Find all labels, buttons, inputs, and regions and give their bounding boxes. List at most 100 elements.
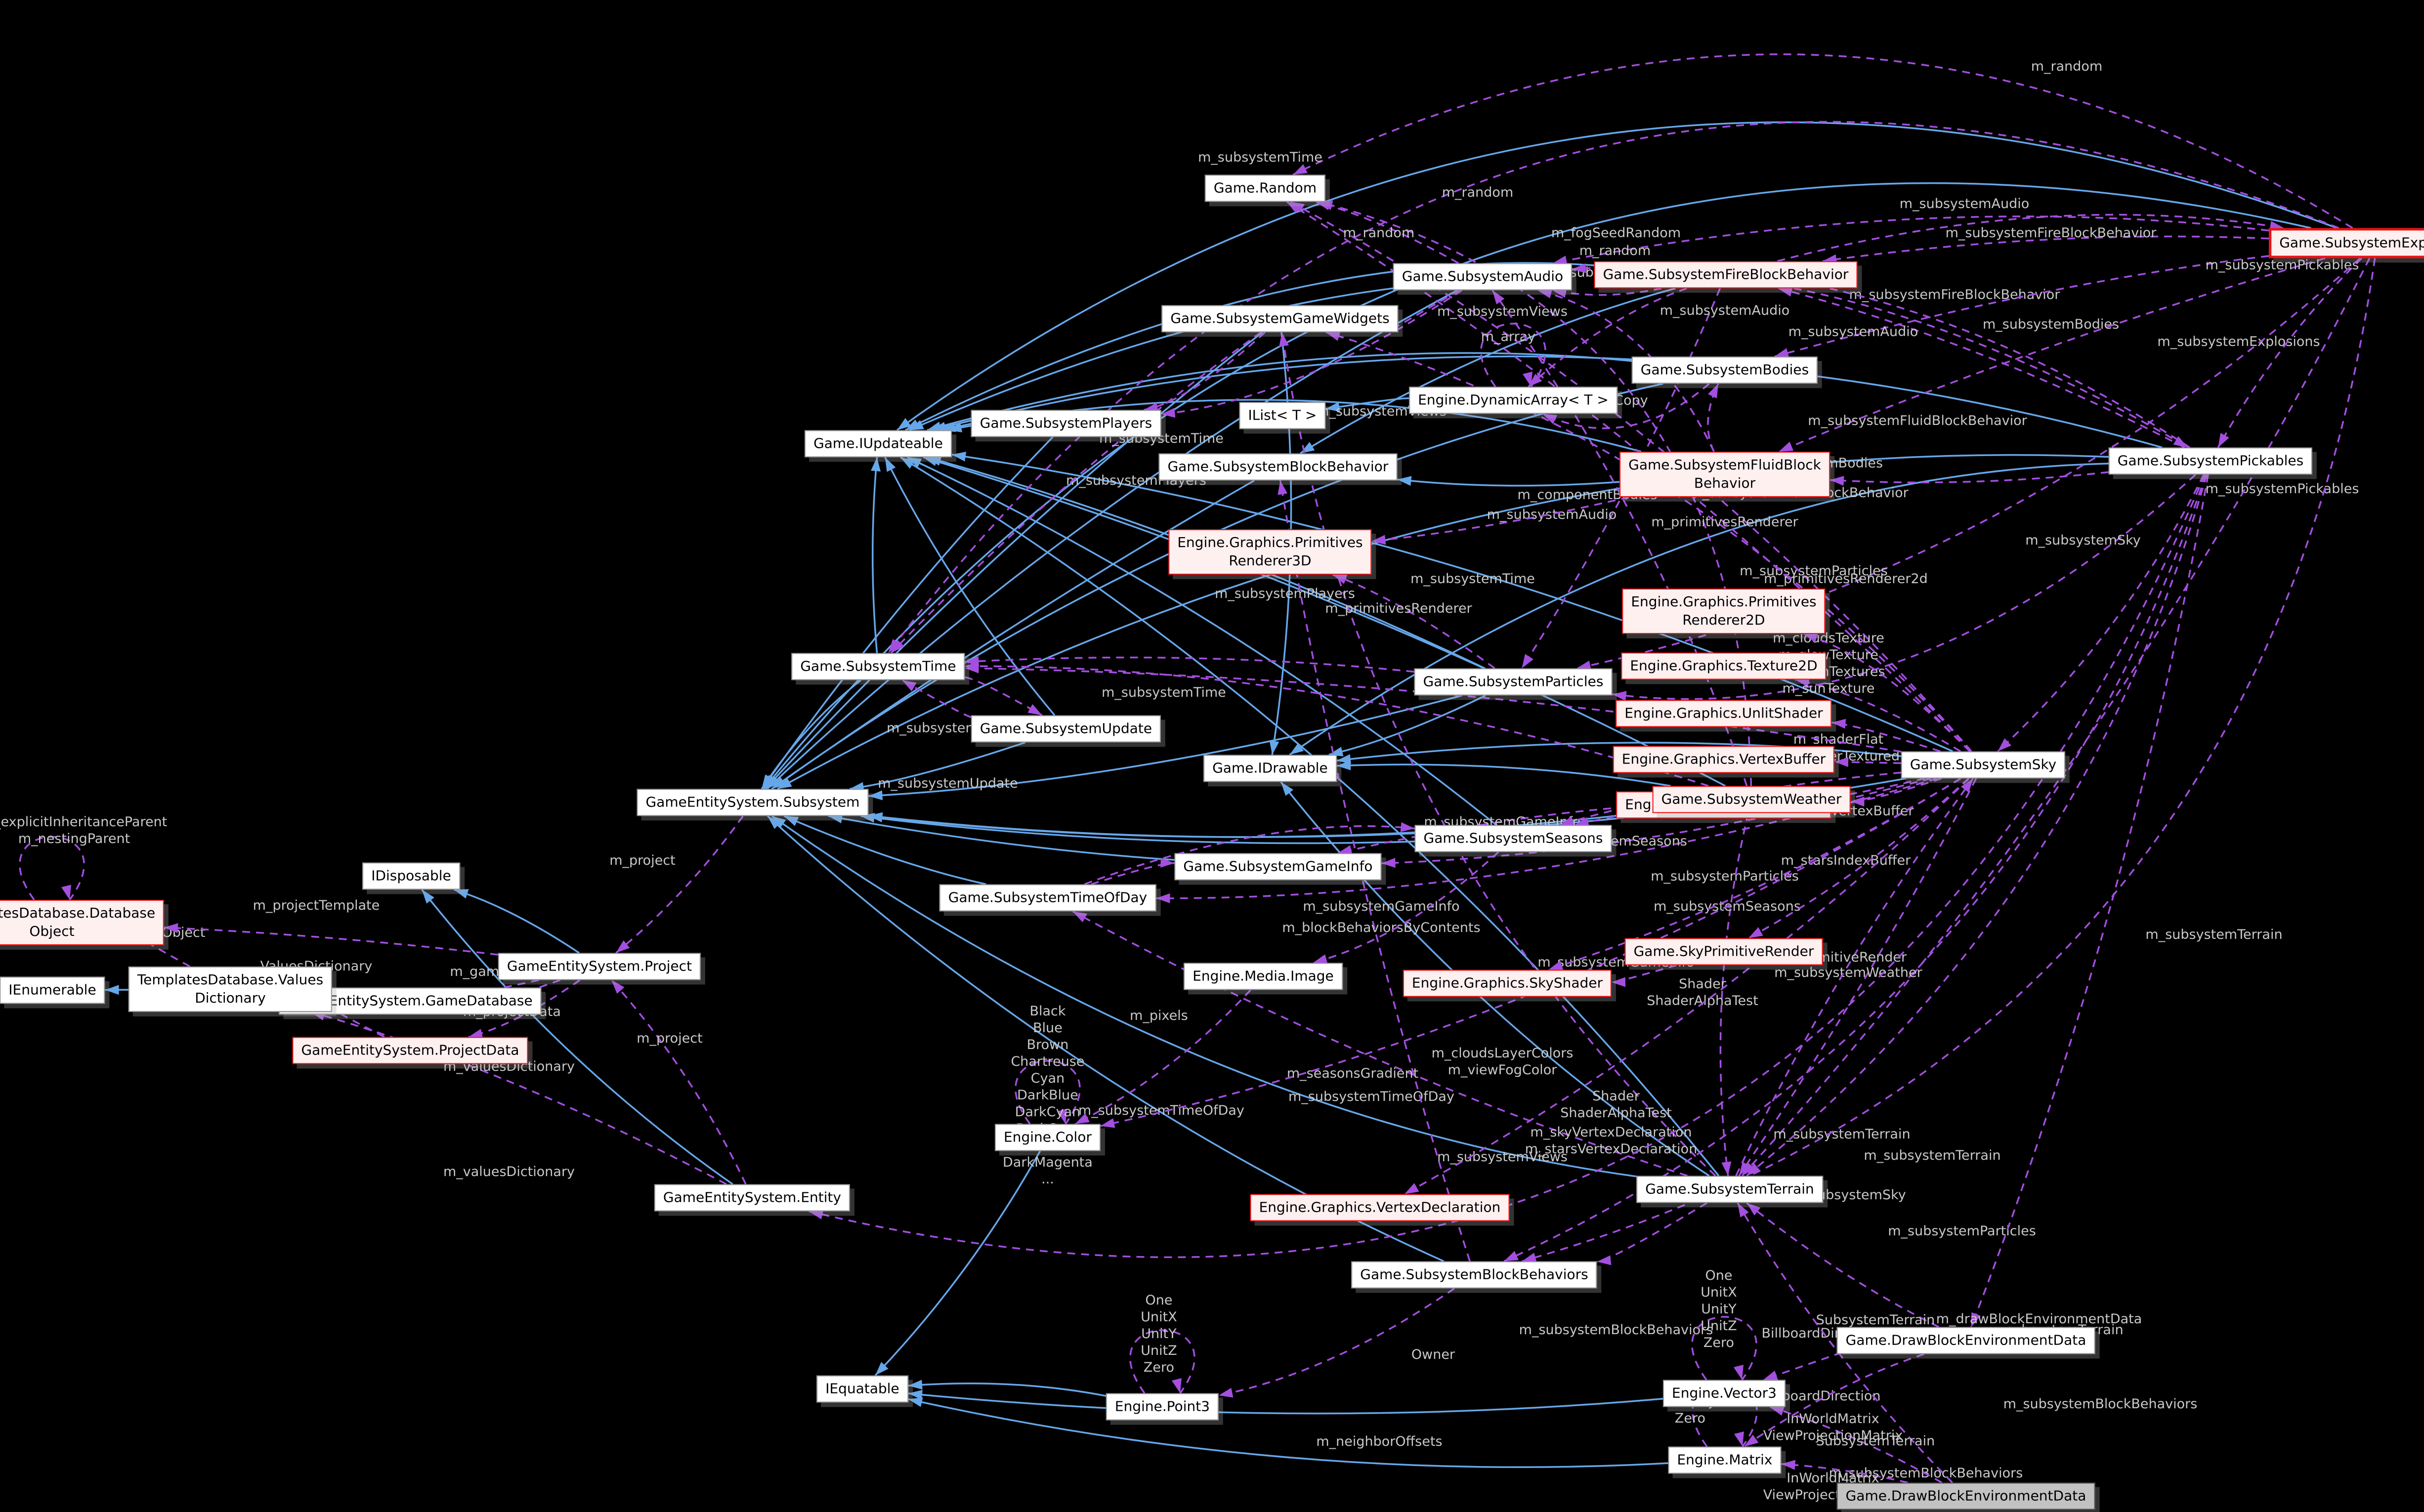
edge-label: m_subsystemAudio	[1788, 324, 1918, 339]
arrowhead-icon	[1328, 747, 1344, 756]
class-node-greyenv[interactable]: Game.DrawBlockEnvironmentData	[1836, 1482, 2095, 1510]
class-node-blockbeh[interactable]: Game.SubsystemBlockBehavior	[1158, 453, 1398, 481]
usage-edge	[1015, 1060, 1081, 1125]
usage-edge	[1074, 989, 1251, 1125]
usage-edge	[1129, 1329, 1195, 1394]
class-node-iupd[interactable]: Game.IUpdateable	[805, 430, 952, 458]
arrowhead-icon	[875, 1362, 889, 1376]
class-node-point3[interactable]: Engine.Point3	[1106, 1393, 1219, 1421]
arrowhead-icon	[1337, 760, 1351, 770]
arrowhead-icon	[1269, 740, 1279, 755]
class-node-project[interactable]: GameEntitySystem.Project	[498, 953, 701, 980]
class-node-idisp[interactable]: IDisposable	[362, 862, 460, 890]
class-node-fluid[interactable]: Game.SubsystemFluidBlock Behavior	[1619, 452, 1830, 497]
class-node-audio[interactable]: Game.SubsystemAudio	[1393, 263, 1573, 291]
class-node-dbobj[interactable]: TemplatesDatabase.Database Object	[0, 900, 165, 945]
class-node-timeofday[interactable]: Game.SubsystemTimeOfDay	[939, 884, 1156, 912]
class-node-ilist[interactable]: IList< T >	[1239, 402, 1326, 429]
usage-edge	[1997, 474, 2205, 752]
edge-label: m_random	[1343, 225, 1415, 241]
class-node-vbuf[interactable]: Engine.Graphics.VertexBuffer	[1613, 746, 1835, 773]
class-node-pickables[interactable]: Game.SubsystemPickables	[2108, 447, 2313, 475]
arrowhead-icon	[908, 1389, 923, 1400]
class-node-iequat[interactable]: IEquatable	[816, 1375, 908, 1403]
usage-edge	[164, 926, 499, 956]
class-node-players[interactable]: Game.SubsystemPlayers	[971, 410, 1161, 437]
usage-edge	[611, 979, 747, 1185]
edge-label: m_array	[1481, 329, 1536, 344]
class-node-skyprim[interactable]: Game.SkyPrimitiveRender	[1624, 938, 1823, 966]
class-node-explosions[interactable]: Game.SubsystemExplosions	[2269, 228, 2424, 258]
edge-label: m_subsystemTime	[1102, 685, 1226, 700]
class-node-projdata[interactable]: GameEntitySystem.ProjectData	[292, 1037, 528, 1064]
class-node-gameinfo[interactable]: Game.SubsystemGameInfo	[1174, 853, 1382, 881]
usage-edge	[1404, 778, 1970, 1195]
arrowhead-icon	[1746, 1203, 1761, 1216]
class-node-tex2d[interactable]: Engine.Graphics.Texture2D	[1621, 652, 1827, 680]
class-node-image[interactable]: Engine.Media.Image	[1184, 963, 1343, 990]
inheritance-edge	[828, 815, 1175, 861]
class-node-weather[interactable]: Game.SubsystemWeather	[1652, 786, 1851, 813]
class-node-vdecl[interactable]: Engine.Graphics.VertexDeclaration	[1250, 1194, 1510, 1221]
class-node-skyshader[interactable]: Engine.Graphics.SkyShader	[1403, 969, 1612, 997]
class-node-dynarr[interactable]: Engine.DynamicArray< T >	[1409, 386, 1617, 414]
edge-label: m_subsystemAudio	[1900, 196, 2029, 211]
inheritance-edge	[884, 457, 1056, 716]
class-node-pr2d[interactable]: Engine.Graphics.Primitives Renderer2D	[1622, 588, 1826, 634]
arrowhead-icon	[611, 980, 625, 994]
arrowhead-icon	[1734, 1365, 1744, 1380]
class-node-vector3[interactable]: Engine.Vector3	[1663, 1380, 1786, 1407]
edge-label: m_subsystemExplosions	[2157, 334, 2320, 349]
usage-edge	[1769, 1406, 1943, 1484]
class-node-terrain[interactable]: Game.SubsystemTerrain	[1636, 1176, 1823, 1203]
edge-label: m_subsystemUpdate	[878, 776, 1018, 791]
class-node-matrix[interactable]: Engine.Matrix	[1668, 1446, 1782, 1474]
usage-edge	[1970, 474, 2209, 1328]
class-node-blockbehs[interactable]: Game.SubsystemBlockBehaviors	[1351, 1261, 1597, 1289]
class-node-update[interactable]: Game.SubsystemUpdate	[971, 715, 1161, 743]
arrowhead-icon	[871, 457, 881, 472]
class-node-time[interactable]: Game.SubsystemTime	[791, 653, 965, 680]
arrowhead-icon	[947, 422, 963, 432]
arrowhead-icon	[1738, 1203, 1749, 1218]
class-node-color[interactable]: Engine.Color	[995, 1124, 1101, 1151]
class-node-whiteenv[interactable]: Game.DrawBlockEnvironmentData	[1836, 1327, 2095, 1354]
class-node-vdict[interactable]: TemplatesDatabase.Values Dictionary	[128, 966, 333, 1012]
class-node-sky[interactable]: Game.SubsystemSky	[1901, 751, 2066, 779]
class-node-idraw[interactable]: Game.IDrawable	[1203, 755, 1337, 782]
class-node-subsys[interactable]: GameEntitySystem.Subsystem	[637, 789, 869, 816]
edge-label: SubsystemTerrain	[1816, 1312, 1935, 1328]
class-node-fire[interactable]: Game.SubsystemFireBlockBehavior	[1594, 261, 1858, 289]
class-node-seasons[interactable]: Game.SubsystemSeasons	[1414, 825, 1612, 852]
arrowhead-icon	[1542, 414, 1558, 424]
class-node-widgets[interactable]: Game.SubsystemGameWidgets	[1161, 305, 1399, 333]
usage-edge	[1745, 474, 2208, 1176]
arrowhead-icon	[1027, 704, 1042, 715]
class-node-entity[interactable]: GameEntitySystem.Entity	[654, 1184, 851, 1212]
edge-label: m_subsystemTime	[1198, 150, 1322, 165]
class-node-particles[interactable]: Game.SubsystemParticles	[1414, 668, 1613, 696]
usage-edge	[1316, 201, 1459, 264]
inheritance-edge	[874, 1150, 1041, 1376]
edge-label: m_subsystemBlockBehaviors	[1519, 1322, 1713, 1338]
arrowhead-icon	[923, 457, 938, 466]
class-node-random[interactable]: Game.Random	[1204, 174, 1326, 202]
arrowhead-icon	[1721, 1161, 1732, 1176]
inheritance-edge	[923, 456, 1726, 787]
edge-label: m_subsystemPickables	[2206, 257, 2359, 273]
edge-label: m_subsystemParticles	[1651, 869, 1799, 884]
class-node-bodies[interactable]: Game.SubsystemBodies	[1631, 356, 1818, 384]
class-node-ienum[interactable]: IEnumerable	[0, 976, 105, 1004]
arrowhead-icon	[1834, 757, 1849, 767]
class-node-unlitshader[interactable]: Engine.Graphics.UnlitShader	[1616, 700, 1832, 727]
arrowhead-icon	[1325, 331, 1341, 341]
arrowhead-icon	[1057, 1109, 1067, 1124]
arrowhead-icon	[1504, 1251, 1519, 1261]
inheritance-edge	[860, 815, 1415, 844]
class-node-pr3d[interactable]: Engine.Graphics.Primitives Renderer3D	[1168, 529, 1372, 575]
arrowhead-icon	[1075, 1113, 1090, 1124]
arrowhead-icon	[897, 418, 911, 430]
